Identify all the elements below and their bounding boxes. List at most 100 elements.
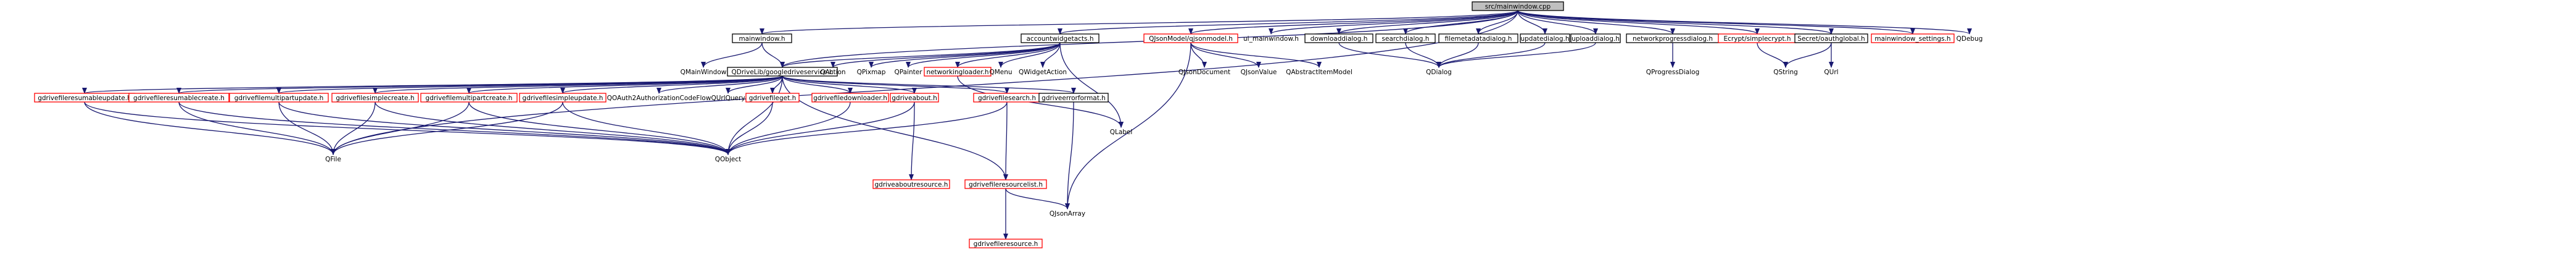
node-qprogressdialog: QProgressDialog [1646, 69, 1700, 76]
edge-layer [82, 10, 1972, 240]
edge-googledriveservice_h-to-gdrivefilesimpleupdate_h [560, 75, 783, 94]
edge-root-to-qjsonmodel_h [1188, 10, 1518, 35]
node-qpainter: QPainter [894, 69, 922, 76]
node-qurl: QUrl [1824, 69, 1838, 76]
edge-googledriveservice_h-to-gdriveerrorformat_h [782, 75, 1076, 94]
node-box [1038, 93, 1109, 103]
node-box [1438, 33, 1518, 43]
edge-gdriveerrorformat_h-to-qjsonarray [1065, 101, 1074, 210]
edge-gdrivefilesearch_h-to-gdrivefileresourcelist_h [1003, 101, 1009, 180]
node-networkprogressdialog-h[interactable]: networkprogressdialog.h [1626, 33, 1720, 43]
node-label: QProgressDialog [1646, 69, 1700, 76]
edge-networkingloader_h-to-qlabel [957, 75, 1124, 128]
edge-qjsonmodel_h-to-qjsonvalue [1190, 42, 1261, 68]
node-box [811, 93, 889, 103]
node-gdrivefileresumablecreate-h[interactable]: gdrivefileresumablecreate.h [128, 93, 230, 103]
node-label: QPainter [894, 69, 922, 76]
node-qoauth2: QOAuth2AuthorizationCodeFlow [607, 95, 711, 102]
node-gdrivefilesimpleupdate-h[interactable]: gdrivefilesimpleupdate.h [519, 93, 607, 103]
node-gdriveerrorformat-h[interactable]: gdriveerrorformat.h [1038, 93, 1109, 103]
edge-root-to-ecrypt_h [1517, 10, 1760, 35]
node-searchdialog-h[interactable]: searchdialog.h [1375, 33, 1436, 43]
node-label: QUrlQuery [711, 95, 745, 102]
node-box [745, 93, 800, 103]
edge-googledriveservice_h-to-gdrivefilemultipartupdate_h [276, 75, 783, 94]
node-gdrivefileresumableupdate-h[interactable]: gdrivefileresumableupdate.h [34, 93, 135, 103]
node-qjsonmodel-h[interactable]: QJsonModel/qjsonmodel.h [1143, 33, 1238, 43]
node-mainwindow-h[interactable]: mainwindow.h [732, 33, 792, 43]
node-label: QDebug [1957, 35, 1983, 43]
node-gdrivefileresourcelist-h[interactable]: gdrivefileresourcelist.h [964, 179, 1047, 189]
node-updatedialog-h[interactable]: updatedialog.h [1520, 33, 1570, 43]
node-label: filemetadatadialog.h [1445, 35, 1512, 43]
edge-gdrivefilemultipartupdate_h-to-qfile [278, 101, 336, 155]
edge-root-to-secret_h [1517, 10, 1834, 35]
node-mainwindow-settings-h[interactable]: mainwindow_settings.h [1871, 33, 1955, 43]
node-label: QDriveLib/googledriveservice.h [732, 69, 834, 76]
node-gdrivefilemultipartcreate-h[interactable]: gdrivefilemultipartcreate.h [420, 93, 518, 103]
edge-mainwindow_h-to-googledriveservice_h [761, 42, 785, 68]
node-googledriveservice-h[interactable]: QDriveLib/googledriveservice.h [727, 67, 838, 77]
edge-gdrivefileresumablecreate_h-to-qobject [178, 101, 731, 155]
node-gdrivefileget-h[interactable]: gdrivefileget.h [745, 93, 800, 103]
node-gdrivefiledownloader-h[interactable]: gdrivefiledownloader.h [811, 93, 889, 103]
node-gdriveaboutresource-h[interactable]: gdriveaboutresource.h [872, 179, 950, 189]
edge-qjsonmodel_h-to-qjsonarray [1065, 42, 1191, 210]
edge-accountwidgetacts_h-to-networkingloader_h [955, 42, 1061, 68]
node-box [1570, 33, 1621, 43]
edge-root-to-networkprogressdialog_h [1517, 10, 1675, 35]
node-label: QAbstractItemModel [1286, 69, 1352, 76]
edge-secret_h-to-qstring [1783, 42, 1832, 68]
node-box [969, 239, 1043, 248]
node-label: QFile [325, 156, 341, 163]
node-uploaddialog-h[interactable]: uploaddialog.h [1570, 33, 1621, 43]
node-gdrivefilesearch-h[interactable]: gdrivefilesearch.h [973, 93, 1041, 103]
node-label: gdrivefileresumableupdate.h [38, 95, 131, 102]
node-label: QAction [820, 69, 845, 76]
node-secret-h[interactable]: Secret/oauthglobal.h [1794, 33, 1868, 43]
edge-gdrivefilesearch_h-to-qobject [726, 101, 1008, 155]
edge-gdrivefilesimpleupdate_h-to-qobject [562, 101, 731, 155]
edge-qjsonmodel_h-to-qabstractitemmodel [1190, 42, 1322, 68]
edge-gdrivefilemultipartupdate_h-to-qobject [278, 101, 731, 155]
node-box [1871, 33, 1955, 43]
edge-gdrivefilemultipartcreate_h-to-qfile [331, 101, 470, 155]
node-box [727, 67, 838, 77]
node-gdrivefileresource-h[interactable]: gdrivefileresource.h [969, 239, 1043, 248]
node-qjsonvalue: QJsonValue [1241, 69, 1277, 76]
node-label: accountwidgetacts.h [1026, 35, 1093, 43]
edge-googledriveservice_h-to-gdrivefilesimplecreate_h [373, 75, 783, 94]
node-label: QUrl [1824, 69, 1838, 76]
node-label: gdriveaboutresource.h [875, 181, 948, 188]
edge-root-to-downloaddialog_h [1336, 10, 1518, 35]
node-box [1794, 33, 1868, 43]
edge-updatedialog_h-to-qdialog [1436, 42, 1546, 68]
node-filemetadatadialog-h[interactable]: filemetadatadialog.h [1438, 33, 1518, 43]
node-ui-mainwindow-h: ui_mainwindow.h [1243, 35, 1299, 43]
edge-googledriveservice_h-to-qurlquery [726, 75, 783, 94]
edge-gdrivefilesimplecreate_h-to-qobject [375, 101, 731, 155]
node-label: QString [1773, 69, 1798, 76]
node-accountwidgetacts-h[interactable]: accountwidgetacts.h [1021, 33, 1100, 43]
node-gdrivefilemultipartupdate-h[interactable]: gdrivefilemultipartupdate.h [229, 93, 329, 103]
node-networkingloader-h[interactable]: networkingloader.h [924, 67, 992, 77]
node-gdriveabout-h[interactable]: gdriveabout.h [890, 93, 939, 103]
node-label: mainwindow_settings.h [1874, 35, 1950, 43]
node-qabstractitemmodel: QAbstractItemModel [1286, 69, 1352, 76]
node-gdrivefilesimplecreate-h[interactable]: gdrivefilesimplecreate.h [331, 93, 419, 103]
node-label: src/mainwindow.cpp [1485, 3, 1551, 11]
edge-gdrivefilemultipartcreate_h-to-qobject [468, 101, 731, 155]
node-label: networkingloader.h [926, 69, 988, 76]
node-label: QDialog [1426, 69, 1452, 76]
node-ecrypt-h[interactable]: Ecrypt/simplecrypt.h [1718, 33, 1797, 43]
node-qpixmap: QPixmap [857, 69, 886, 76]
node-box [1375, 33, 1436, 43]
node-root[interactable]: src/mainwindow.cpp [1472, 1, 1564, 11]
edge-googledriveservice_h-to-qobject [726, 75, 783, 155]
edge-root-to-accountwidgetacts_h [1058, 10, 1518, 35]
node-label: gdrivefiledownloader.h [813, 95, 887, 102]
node-label: gdrivefileresumablecreate.h [133, 95, 225, 102]
edge-gdrivefilesimplecreate_h-to-qfile [331, 101, 376, 155]
node-label: QJsonArray [1050, 210, 1085, 218]
node-downloaddialog-h[interactable]: downloaddialog.h [1304, 33, 1373, 43]
